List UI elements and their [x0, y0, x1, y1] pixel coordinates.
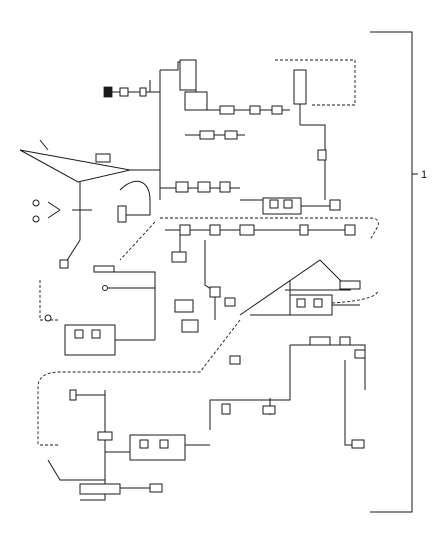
callout-number: 1: [421, 169, 427, 181]
upper-harness-section: [19, 59, 379, 269]
harness-callout-bracket: [370, 31, 418, 513]
middle-harness-section: [37, 221, 379, 445]
lower-harness-section: [40, 336, 366, 501]
